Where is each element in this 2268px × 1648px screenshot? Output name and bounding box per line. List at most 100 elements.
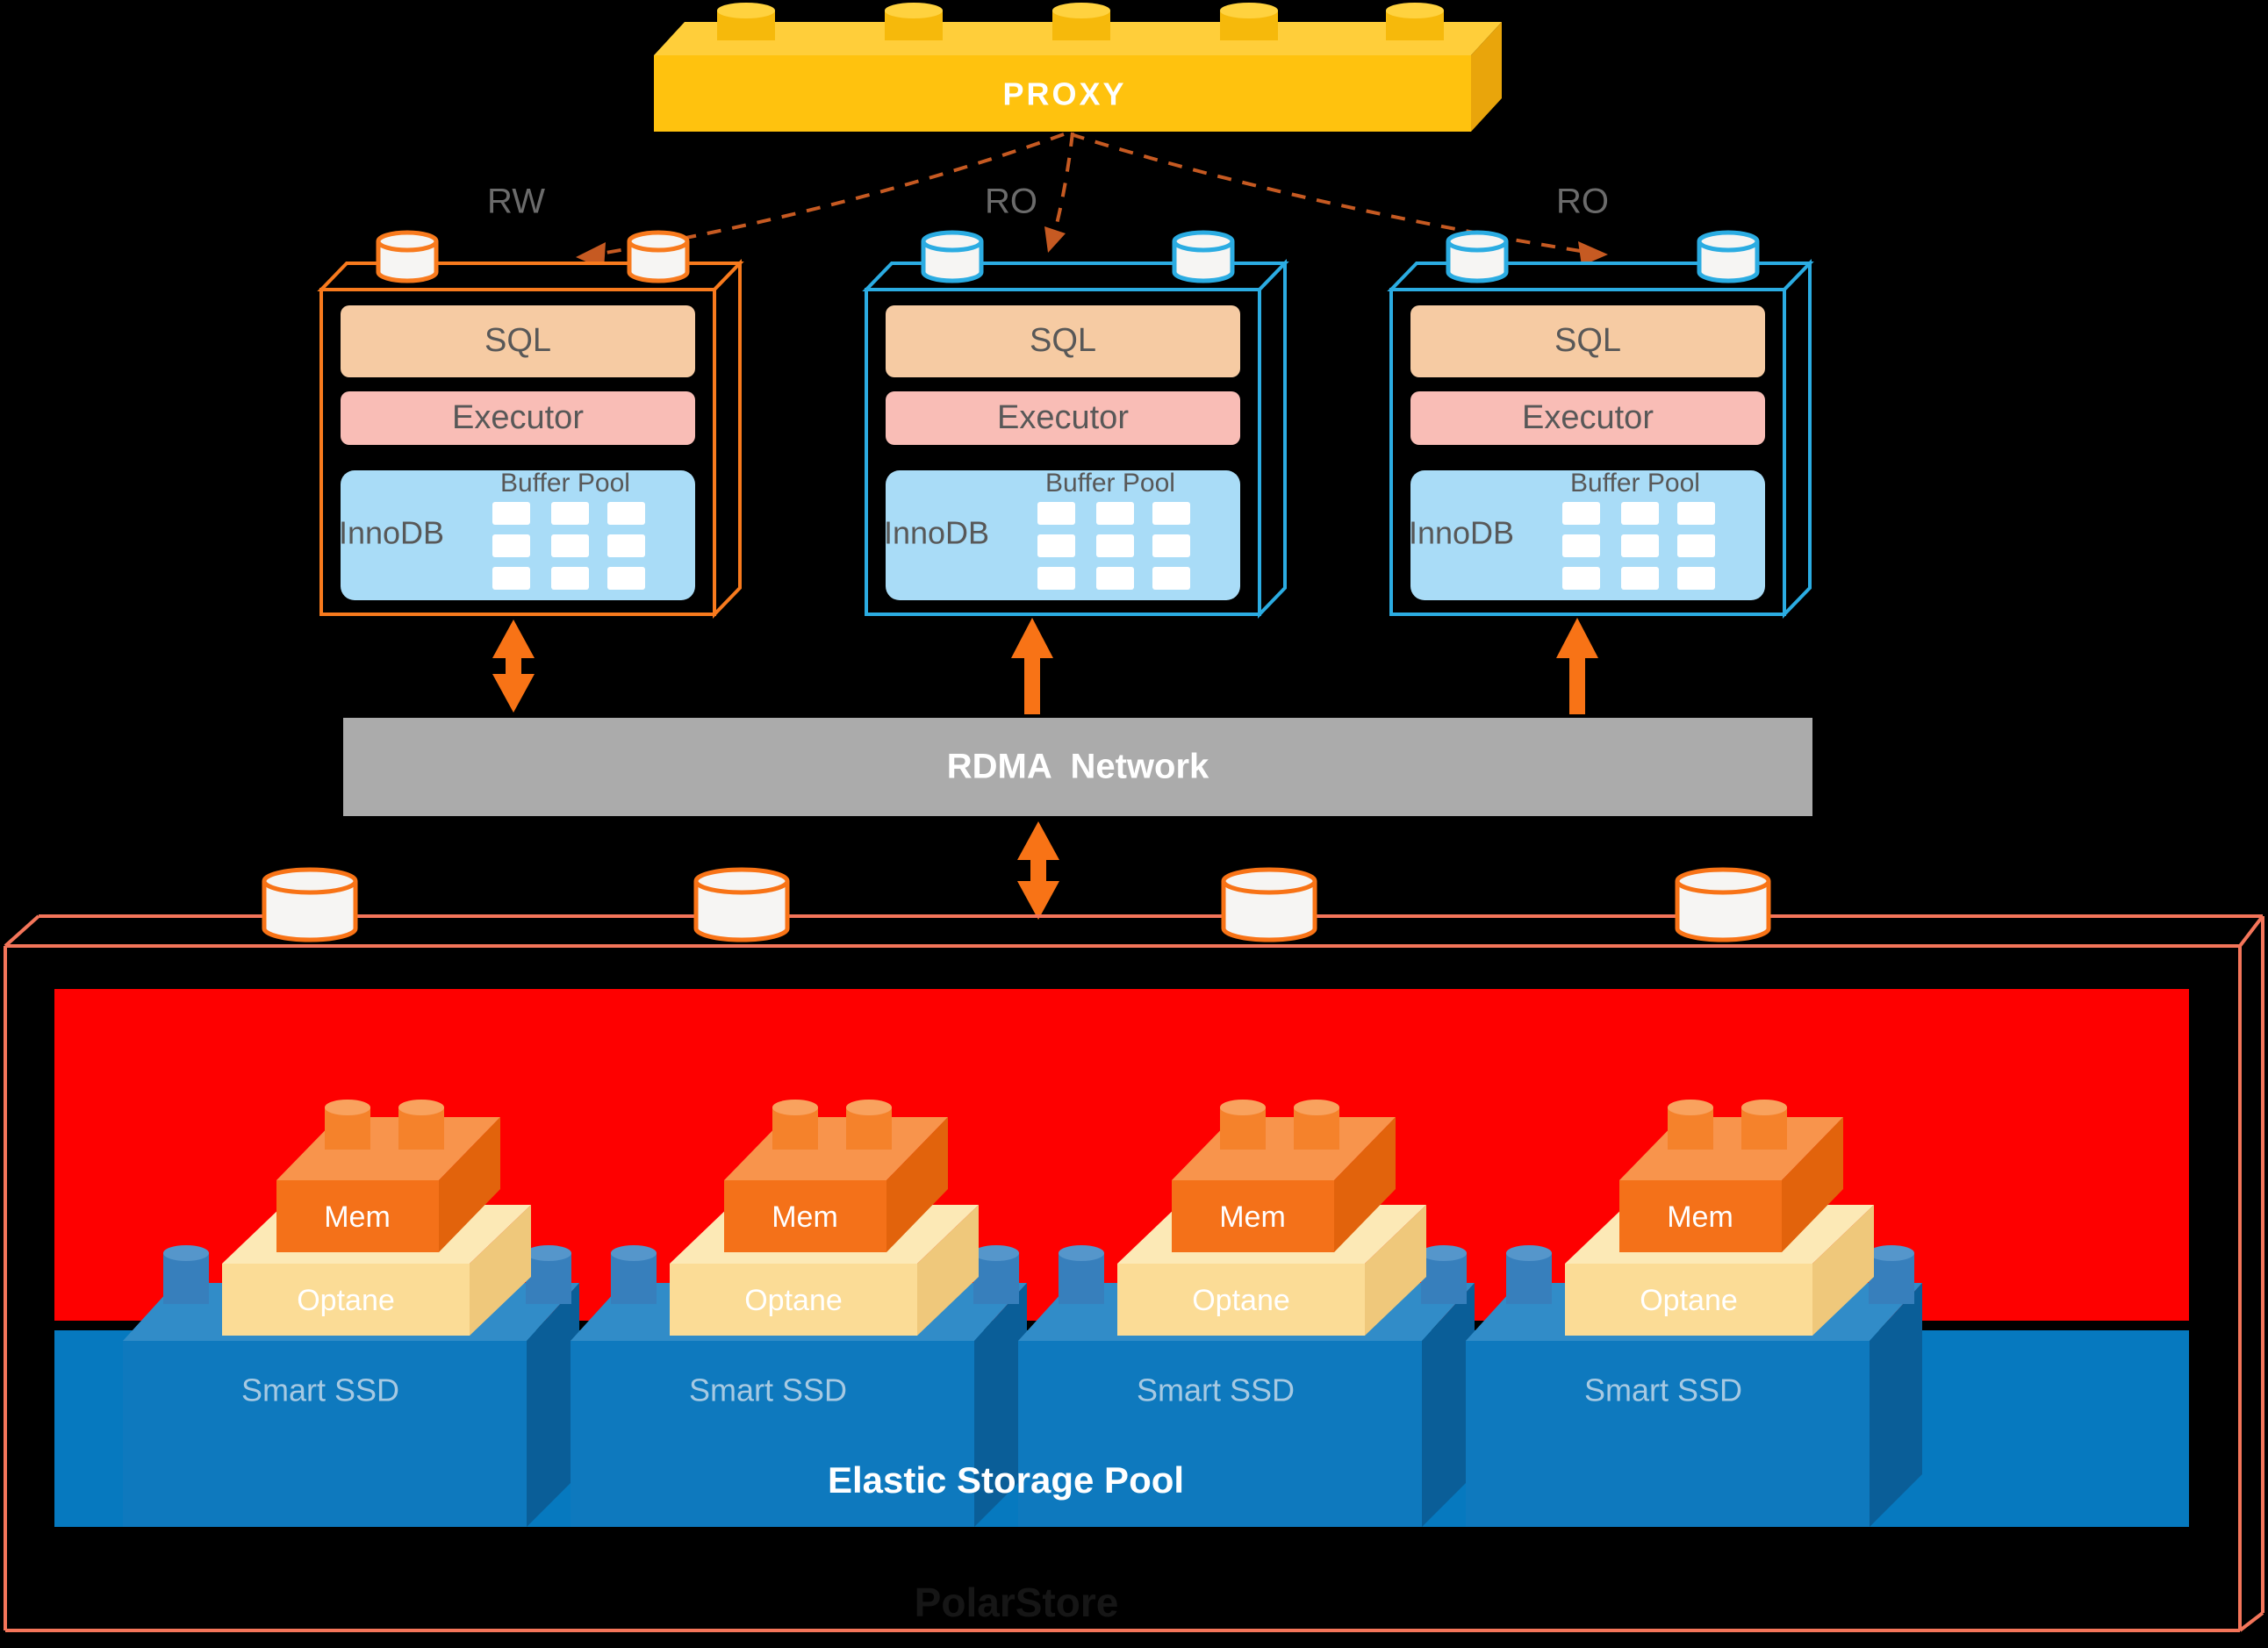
mem-brick [724, 1180, 886, 1252]
sql-layer [886, 305, 1240, 377]
executor-layer [886, 391, 1240, 445]
compute-node-rw: SQL Executor Buffer Pool InnoDB [317, 230, 744, 619]
database-cylinder-icon [1172, 230, 1235, 283]
lego-stud-icon [1668, 1100, 1713, 1150]
lego-stud-icon [1059, 1245, 1104, 1304]
lego-stud-icon [772, 1100, 818, 1150]
rdma-network-label: RDMA Network [947, 748, 1209, 786]
innodb-label: InnoDB [884, 515, 989, 551]
executor-layer [341, 391, 695, 445]
proxy-label: PROXY [1002, 76, 1126, 112]
database-cylinder-icon [1697, 230, 1760, 283]
database-cylinder-icon [921, 230, 984, 283]
proxy-brick-front-face [654, 55, 1471, 132]
optane-label: Optane [1192, 1284, 1290, 1317]
database-cylinder-icon [693, 867, 790, 942]
innodb-label: InnoDB [339, 515, 444, 551]
ro2-up-arrow-icon [1556, 618, 1598, 714]
mem-label: Mem [324, 1200, 391, 1234]
sql-layer-label: SQL [1554, 322, 1621, 359]
node-side-face [1783, 259, 1812, 619]
lego-stud-icon [973, 1245, 1019, 1304]
buffer-pool-label: Buffer Pool [1570, 469, 1700, 498]
sql-layer-label: SQL [1030, 322, 1096, 359]
database-cylinder-icon [627, 230, 690, 283]
optane-label: Optane [297, 1284, 395, 1317]
proxy-to-ro2-connector [1070, 133, 1604, 256]
database-cylinder-icon [1221, 867, 1317, 942]
mem-brick [276, 1180, 439, 1252]
mem-brick [1172, 1180, 1334, 1252]
storage-unit: Mem Optane Smart SSD [123, 1100, 579, 1527]
lego-stud-icon [526, 1245, 571, 1304]
sql-layer-label: SQL [484, 322, 551, 359]
ro1-up-arrow-icon [1011, 618, 1053, 714]
smart-ssd-brick [571, 1341, 974, 1527]
proxy-brick-side-face [1471, 22, 1502, 132]
storage-unit: Mem Optane Smart SSD [571, 1100, 1027, 1527]
smart-ssd-brick [1466, 1341, 1870, 1527]
database-cylinder-icon [262, 867, 358, 942]
smart-ssd-label: Smart SSD [689, 1372, 847, 1408]
lego-stud-icon [1421, 1245, 1467, 1304]
optane-brick [670, 1264, 917, 1336]
smart-ssd-label: Smart SSD [1137, 1372, 1295, 1408]
executor-layer-label: Executor [997, 399, 1129, 436]
buffer-pool-label: Buffer Pool [1045, 469, 1175, 498]
arrowhead-icon [1578, 241, 1608, 266]
proxy-to-ro1-connector [1051, 132, 1074, 241]
optane-label: Optane [744, 1284, 843, 1317]
sql-layer [1410, 305, 1765, 377]
lego-stud-icon [398, 1100, 444, 1150]
smart-ssd-brick [123, 1341, 527, 1527]
lego-stud-icon [1506, 1245, 1552, 1304]
lego-stud-icon [717, 3, 1444, 40]
node-side-face [1258, 259, 1287, 619]
mem-label: Mem [1219, 1200, 1286, 1234]
buffer-pool-grid [492, 502, 645, 590]
network-storage-double-arrow-icon [1017, 821, 1059, 920]
lego-stud-icon [1869, 1245, 1914, 1304]
buffer-pool-grid [1037, 502, 1190, 590]
mem-brick [1619, 1180, 1782, 1252]
compute-node-ro1: SQL Executor Buffer Pool InnoDB [862, 230, 1289, 619]
mem-label: Mem [1667, 1200, 1733, 1234]
smart-ssd-label: Smart SSD [1584, 1372, 1742, 1408]
polarstore-box: Mem Optane Smart SSD Mem Optane Smart SS… [4, 867, 2264, 1632]
rdma-network-rect [343, 718, 1812, 816]
executor-layer-label: Executor [1522, 399, 1654, 436]
optane-brick [1565, 1264, 1812, 1336]
rw-network-double-arrow-icon [492, 620, 535, 713]
lego-stud-icon [325, 1100, 370, 1150]
polarstore-outline [4, 914, 2264, 1632]
storage-unit: Mem Optane Smart SSD [1018, 1100, 1475, 1527]
database-cylinder-icon [376, 230, 439, 283]
lego-stud-icon [1294, 1100, 1339, 1150]
optane-brick [1117, 1264, 1365, 1336]
innodb-label: InnoDB [1409, 515, 1514, 551]
compute-node-ro2: SQL Executor Buffer Pool InnoDB [1387, 230, 1814, 619]
sql-layer [341, 305, 695, 377]
executor-layer-label: Executor [452, 399, 584, 436]
database-cylinder-icon [1675, 867, 1771, 942]
optane-label: Optane [1640, 1284, 1738, 1317]
lego-stud-icon [163, 1245, 209, 1304]
node-role-label-rw: RW [487, 183, 545, 221]
smart-ssd-brick [1018, 1341, 1422, 1527]
optane-brick [222, 1264, 470, 1336]
database-cylinder-icon [1446, 230, 1509, 283]
proxy-brick: PROXY [654, 3, 1502, 132]
node-side-face [713, 259, 742, 619]
lego-stud-icon [611, 1245, 657, 1304]
elastic-storage-pool-label: Elastic Storage Pool [828, 1459, 1184, 1501]
executor-layer [1410, 391, 1765, 445]
lego-stud-icon [1220, 1100, 1266, 1150]
storage-unit: Mem Optane Smart SSD [1466, 1100, 1922, 1527]
node-role-label-ro2: RO [1556, 183, 1609, 221]
rdma-network-bar: RDMA Network [343, 718, 1812, 816]
polarstore-title: PolarStore [915, 1580, 1119, 1625]
buffer-pool-grid [1562, 502, 1715, 590]
arrowhead-icon [1044, 226, 1066, 253]
